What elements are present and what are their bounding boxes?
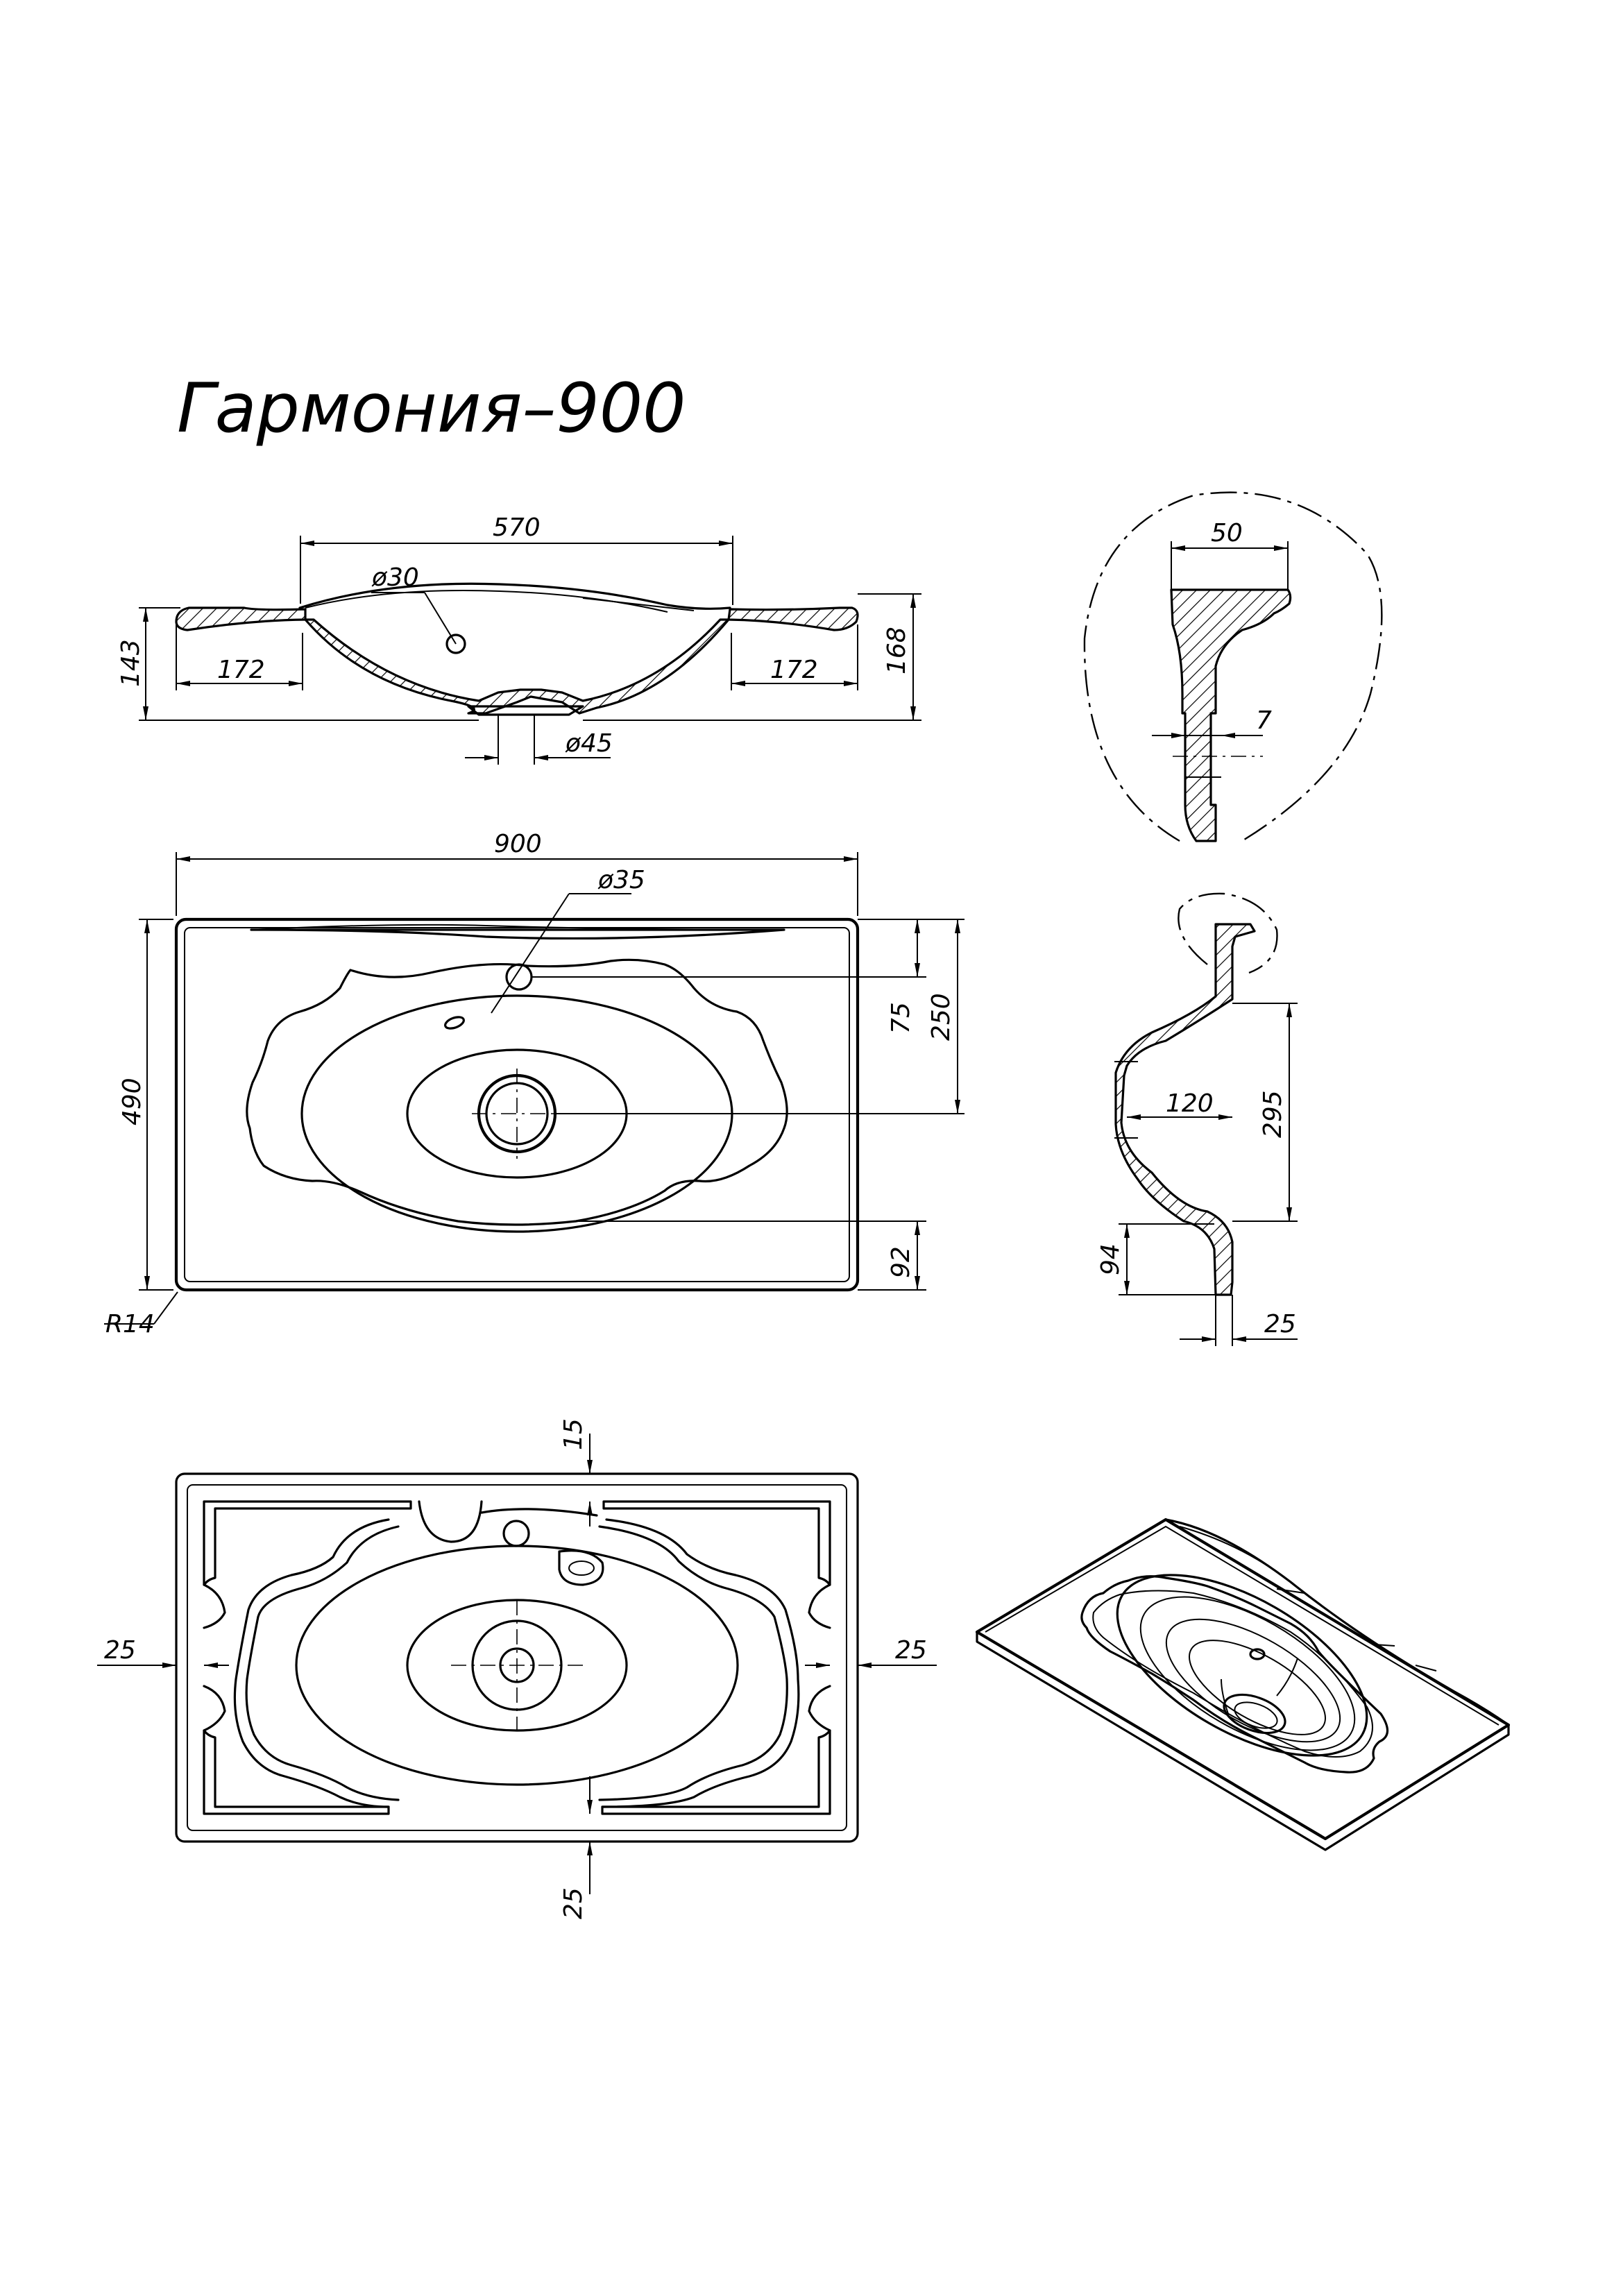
- front-right-172-label: 172: [770, 656, 818, 684]
- top-92-label: 92: [887, 1246, 915, 1278]
- front-section-backsplash: [298, 582, 731, 610]
- top-250-label: 250: [927, 993, 955, 1041]
- top-75-label: 75: [887, 1002, 915, 1034]
- top-width-900-label: 900: [494, 830, 542, 858]
- front-drain-45-label: ø45: [565, 729, 613, 758]
- iso-bowl-scallop: [1080, 1575, 1389, 1774]
- detail-50-label: 50: [1211, 519, 1243, 547]
- front-height-143-label: 143: [117, 639, 145, 687]
- iso-tap-hole: [1249, 1648, 1266, 1660]
- detail-view: 50 7: [1083, 491, 1383, 842]
- front-width-570-label: 570: [493, 513, 541, 542]
- top-bowl-scallop: [246, 958, 788, 1226]
- bottom-bowl-scallop: [233, 1518, 390, 1808]
- detail-section: [1170, 588, 1292, 842]
- top-hole-35-label: ø35: [597, 866, 645, 894]
- top-outline: [174, 917, 860, 1292]
- iso-top-surface: [975, 1517, 1511, 1841]
- top-tap-hole: [505, 963, 533, 991]
- top-overflow-hole: [444, 1016, 465, 1030]
- front-height-168-label: 168: [883, 627, 911, 674]
- front-section-view: ø30 570 172 172 143 168 ø45: [117, 513, 921, 765]
- side-295-label: 295: [1259, 1090, 1287, 1138]
- iso-bowl-outer: [1116, 1574, 1368, 1757]
- bottom-left-25-label: 25: [104, 1636, 136, 1665]
- bottom-outline: [175, 1472, 859, 1843]
- side-25-label: 25: [1264, 1310, 1296, 1338]
- front-section-drain: [467, 705, 584, 716]
- top-view: ø35 900 490 75 250 92 R14: [104, 830, 965, 1338]
- top-backsplash: [250, 928, 785, 940]
- bottom-view: 15 25 25 25: [97, 1418, 937, 1919]
- front-left-172-label: 172: [217, 656, 265, 684]
- side-94-label: 94: [1096, 1243, 1125, 1275]
- bottom-right-25-label: 25: [895, 1636, 927, 1665]
- detail-outline: [1083, 491, 1383, 842]
- isometric-view: [975, 1517, 1511, 1851]
- side-120-label: 120: [1166, 1089, 1214, 1118]
- top-radius-label: R14: [105, 1310, 155, 1338]
- detail-7-label: 7: [1256, 706, 1272, 735]
- bottom-25-label: 25: [559, 1887, 588, 1919]
- side-detail-marker: [1178, 892, 1278, 974]
- drawing-title: Гармония–900: [177, 369, 686, 448]
- top-depth-490-label: 490: [118, 1078, 146, 1125]
- front-hole-30-label: ø30: [371, 563, 419, 592]
- front-section-slab-right: [727, 606, 859, 631]
- bottom-overflow: [558, 1549, 604, 1586]
- front-section-slab-left: [175, 606, 307, 631]
- side-section-view: 120 295 94 25: [1096, 892, 1298, 1346]
- front-section-bowl: [304, 618, 730, 715]
- bottom-15-label: 15: [559, 1418, 588, 1450]
- front-section-tap-hole: [445, 633, 466, 654]
- bottom-tap-hole: [502, 1520, 530, 1547]
- side-section-shell: [1114, 923, 1256, 1296]
